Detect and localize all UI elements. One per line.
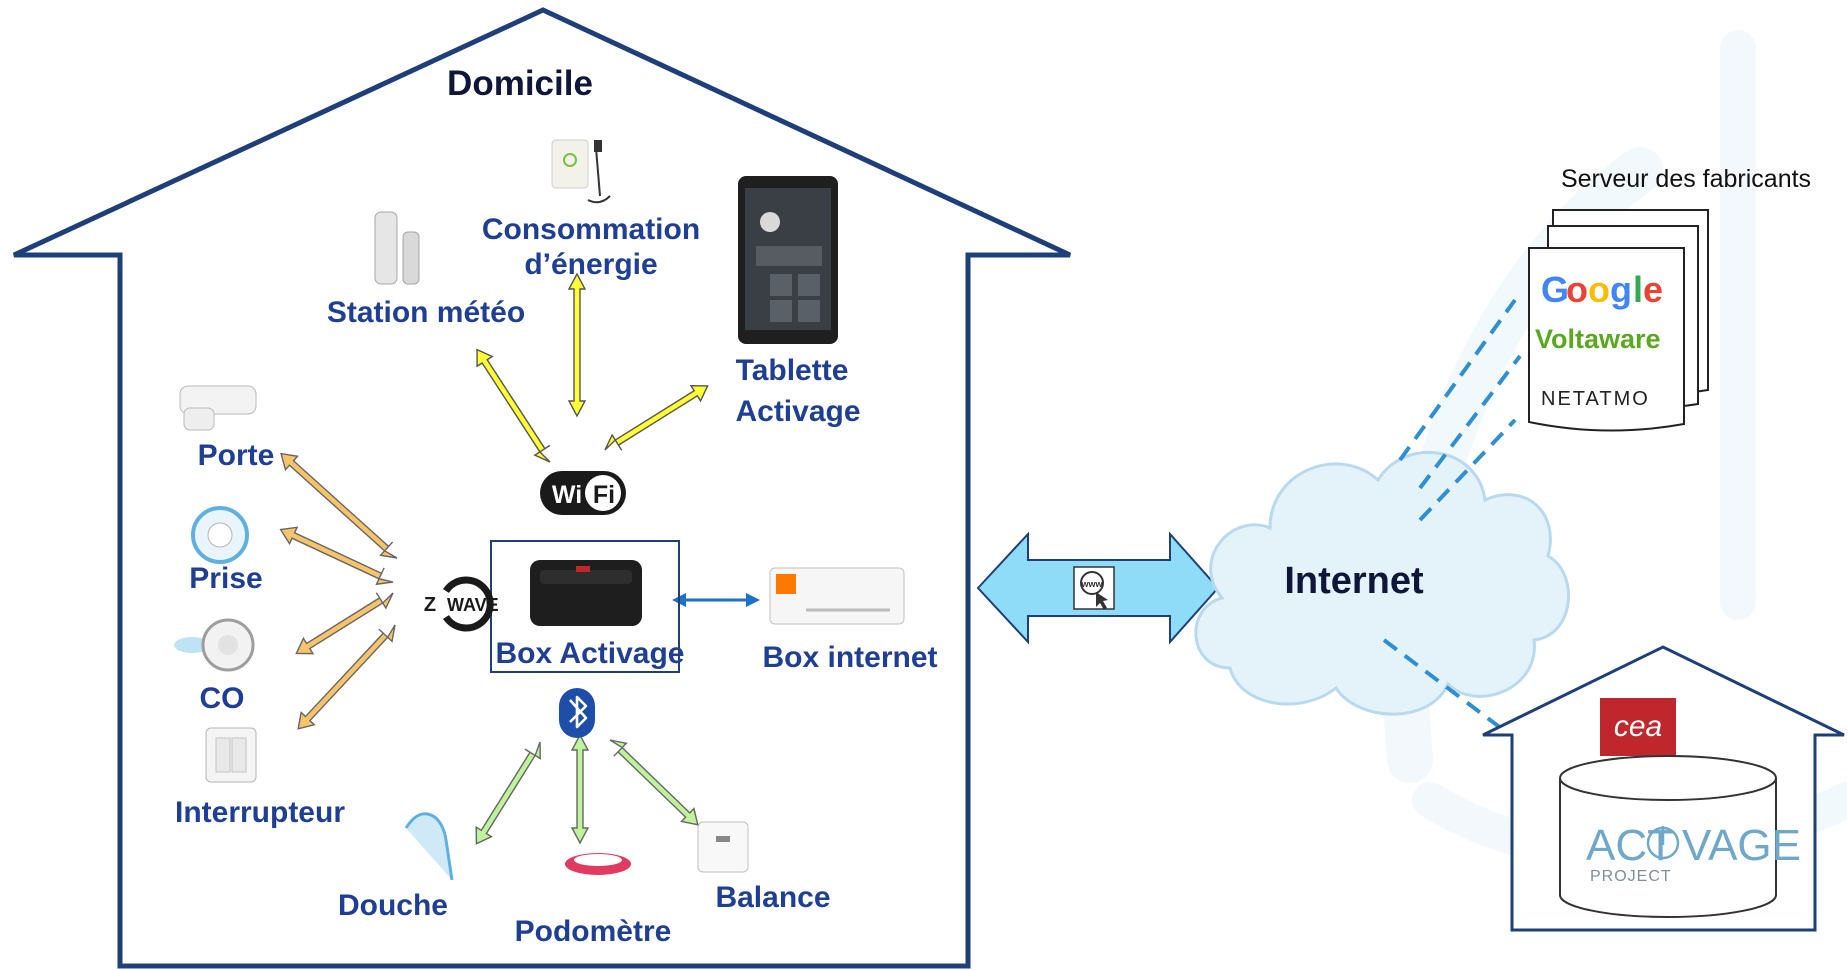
- bt-scale-arrow: [609, 739, 699, 826]
- pedometer-label: Podomètre: [515, 915, 672, 948]
- wifi-icon-wi: Wi: [552, 481, 582, 509]
- wifi-energy-arrow: [567, 272, 587, 418]
- netatmo-logo: NETATMO: [1541, 388, 1650, 410]
- switch-label: Interrupteur: [175, 796, 345, 829]
- shower-label: Douche: [338, 889, 448, 922]
- www-cursor-icon: www: [1073, 566, 1115, 610]
- scale-label: Balance: [715, 881, 830, 914]
- tablet-image: [738, 176, 838, 344]
- activage-logo-vage: VAGE: [1682, 821, 1801, 870]
- plug-label: Prise: [189, 562, 262, 595]
- internet-label: Internet: [1284, 560, 1424, 602]
- light-switch-image: [205, 727, 257, 783]
- wifi-tablet-arrow: [604, 384, 709, 451]
- door-label: Porte: [198, 439, 275, 472]
- energy-label-line1: Consommation: [482, 213, 700, 246]
- server-documents: [1528, 209, 1709, 432]
- www-icon-text: www: [1080, 579, 1103, 589]
- box-internet-label: Box internet: [762, 641, 937, 674]
- activage-project-text: PROJECT: [1590, 868, 1672, 885]
- tablet-label-line2: Activage: [735, 395, 860, 428]
- box-internet-image: [769, 567, 905, 625]
- wifi-icon-fi: Fi: [593, 481, 615, 509]
- scale-image: [697, 821, 749, 873]
- co-label: CO: [200, 682, 245, 715]
- cea-logo: cea: [1600, 698, 1676, 756]
- shower-sensor-image: [404, 812, 454, 881]
- door-sensor-image: [179, 385, 257, 431]
- google-logo-o1: o: [1566, 269, 1588, 310]
- google-logo: G o o g l e: [1541, 269, 1663, 310]
- zwave-door-arrow: [280, 452, 398, 559]
- wifi-icon: Wi Fi: [540, 471, 626, 515]
- server-dashed-links: [1382, 298, 1522, 737]
- bt-pedometer-arrow: [570, 733, 590, 845]
- co-detector-image: [174, 618, 255, 672]
- zwave-logo-icon: Z WAVE: [424, 576, 499, 632]
- smart-plug-image: [191, 506, 249, 564]
- google-logo-g1: G: [1541, 269, 1569, 310]
- energy-sensor-image: [551, 139, 611, 204]
- energy-label-line2: d’énergie: [524, 248, 657, 281]
- wifi-weather-arrow: [476, 348, 551, 463]
- pedometer-band-image: [565, 853, 631, 875]
- bluetooth-icon: [559, 688, 595, 738]
- weather-station-image: [374, 211, 420, 285]
- activage-database: ACT VAGE PROJECT: [1559, 755, 1801, 918]
- servers-title: Serveur des fabricants: [1561, 165, 1811, 193]
- zwave-logo-z: Z: [424, 594, 436, 616]
- google-logo-l: l: [1633, 269, 1643, 310]
- voltaware-logo: Voltaware: [1535, 324, 1661, 354]
- home-title: Domicile: [447, 64, 593, 103]
- google-logo-e: e: [1643, 269, 1663, 310]
- zwave-logo-text: WAVE: [447, 595, 499, 615]
- internet-cloud: [1194, 450, 1570, 716]
- weather-station-label: Station météo: [327, 296, 525, 329]
- box-activage-image: [530, 560, 642, 626]
- zwave-plug-arrow: [279, 526, 394, 586]
- tablet-label-line1: Tablette: [736, 354, 849, 387]
- google-logo-o2: o: [1588, 269, 1610, 310]
- bt-shower-arrow: [475, 741, 541, 845]
- google-logo-g2: g: [1610, 269, 1632, 310]
- zwave-co-arrow: [295, 592, 394, 655]
- zwave-switch-arrow: [297, 624, 396, 730]
- box-activage-label: Box Activage: [496, 637, 685, 670]
- cea-logo-text: cea: [1614, 710, 1662, 743]
